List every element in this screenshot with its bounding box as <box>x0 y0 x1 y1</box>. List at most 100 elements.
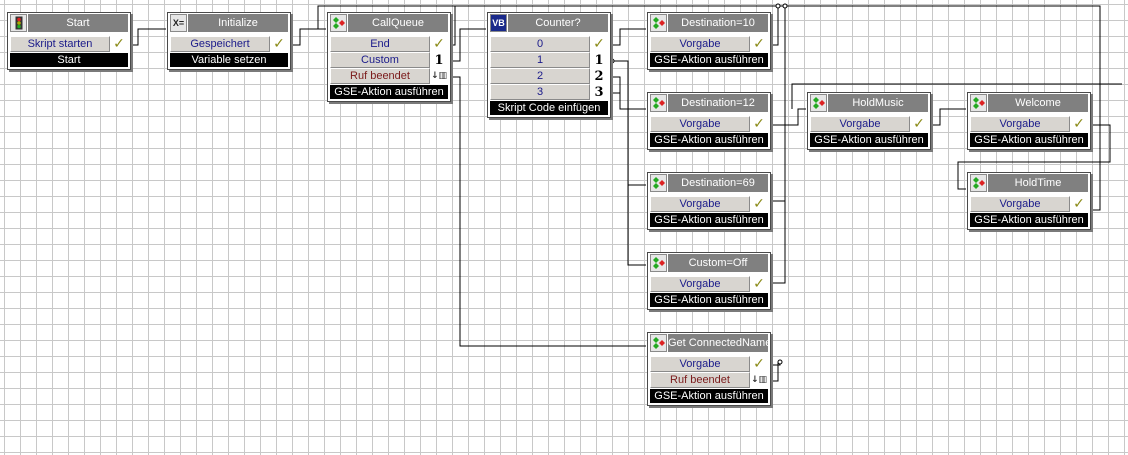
wire-counter-customoff <box>627 185 646 266</box>
node-output[interactable]: Ruf beendet <box>650 372 750 388</box>
node-type: GSE-Aktion ausführen <box>330 85 448 99</box>
wire-holdmusic-welcome <box>932 108 966 126</box>
node-type: GSE-Aktion ausführen <box>650 213 768 227</box>
node-type: GSE-Aktion ausführen <box>970 133 1088 147</box>
check-icon: ✓ <box>1073 116 1085 132</box>
node-title: Destination=69 <box>668 174 768 192</box>
check-icon: ✓ <box>593 36 605 52</box>
node-title: Destination=12 <box>668 94 768 112</box>
node-output[interactable]: Vorgabe <box>970 196 1070 212</box>
node-output[interactable]: 3 <box>490 84 590 100</box>
check-icon: ✓ <box>753 196 765 212</box>
node-type: Variable setzen <box>170 53 288 67</box>
hangup-icon: ↓▥ <box>750 375 768 385</box>
node-output[interactable]: Vorgabe <box>650 116 750 132</box>
node-custom-off[interactable]: Custom=Off Vorgabe✓ GSE-Aktion ausführen <box>647 252 771 310</box>
routing-icon <box>650 254 667 272</box>
routing-icon <box>970 174 987 192</box>
node-output[interactable]: Vorgabe <box>650 356 750 372</box>
wire-junction <box>775 3 781 9</box>
node-type: Skript Code einfügen <box>490 101 608 115</box>
check-icon: ✓ <box>273 36 285 52</box>
node-type: GSE-Aktion ausführen <box>650 293 768 307</box>
wire-getconnected-out <box>772 362 781 366</box>
node-initialize[interactable]: X= Initialize Gespeichert✓ Variable setz… <box>167 12 291 70</box>
node-destination-69[interactable]: Destination=69 Vorgabe✓ GSE-Aktion ausfü… <box>647 172 771 230</box>
wire-initialize-callqueue <box>292 28 326 46</box>
vb-script-icon: VB <box>490 14 507 32</box>
node-output[interactable]: Skript starten <box>10 36 110 52</box>
node-output[interactable]: 2 <box>490 68 590 84</box>
node-destination-12[interactable]: Destination=12 Vorgabe✓ GSE-Aktion ausfü… <box>647 92 771 150</box>
node-output[interactable]: End <box>330 36 430 52</box>
node-get-connected-name[interactable]: Get ConnectedName Vorgabe✓ Ruf beendet↓▥… <box>647 332 771 406</box>
routing-icon <box>650 334 667 352</box>
check-icon: ✓ <box>913 116 925 132</box>
wire-start-initialize <box>131 28 166 46</box>
node-title: Welcome <box>988 94 1088 112</box>
wire-counter-1 <box>612 60 646 186</box>
output-number: 3 <box>594 84 604 100</box>
node-hold-time[interactable]: HoldTime Vorgabe✓ GSE-Aktion ausführen <box>967 172 1091 230</box>
node-destination-10[interactable]: Destination=10 Vorgabe✓ GSE-Aktion ausfü… <box>647 12 771 70</box>
node-output[interactable]: 1 <box>490 52 590 68</box>
check-icon: ✓ <box>433 36 445 52</box>
node-title: Get ConnectedName <box>668 334 768 352</box>
node-type: GSE-Aktion ausführen <box>650 389 768 403</box>
node-output[interactable]: Vorgabe <box>810 116 910 132</box>
wire-junction <box>782 3 788 9</box>
node-title: Counter? <box>508 14 608 32</box>
node-output[interactable]: Gespeichert <box>170 36 270 52</box>
routing-icon <box>650 94 667 112</box>
wire-dest12-holdmusic <box>772 108 806 126</box>
node-output[interactable]: Vorgabe <box>650 196 750 212</box>
node-output[interactable]: Custom <box>330 52 430 68</box>
check-icon: ✓ <box>753 36 765 52</box>
node-output[interactable]: Vorgabe <box>650 36 750 52</box>
node-title: Destination=10 <box>668 14 768 32</box>
routing-icon <box>650 14 667 32</box>
wire-getconnected-hangup <box>772 362 779 382</box>
node-title: HoldMusic <box>828 94 928 112</box>
node-type: GSE-Aktion ausführen <box>650 53 768 67</box>
check-icon: ✓ <box>753 356 765 372</box>
check-icon: ✓ <box>113 36 125 52</box>
wire-counter-2 <box>612 76 646 110</box>
node-output[interactable]: 0 <box>490 36 590 52</box>
output-number: 2 <box>594 68 604 84</box>
wire-counter-0 <box>612 28 646 46</box>
node-output[interactable]: Vorgabe <box>970 116 1070 132</box>
routing-icon <box>330 14 347 32</box>
traffic-light-icon <box>10 14 27 32</box>
hangup-icon: ↓▥ <box>430 71 448 81</box>
node-title: HoldTime <box>988 174 1088 192</box>
node-start[interactable]: Start Skript starten✓ Start <box>7 12 131 70</box>
check-icon: ✓ <box>753 116 765 132</box>
node-type: Start <box>10 53 128 67</box>
routing-icon <box>650 174 667 192</box>
node-title: Initialize <box>188 14 288 32</box>
node-title: CallQueue <box>348 14 448 32</box>
wire-callqueue-counter <box>452 28 486 62</box>
node-hold-music[interactable]: HoldMusic Vorgabe✓ GSE-Aktion ausführen <box>807 92 931 150</box>
node-type: GSE-Aktion ausführen <box>810 133 928 147</box>
node-welcome[interactable]: Welcome Vorgabe✓ GSE-Aktion ausführen <box>967 92 1091 150</box>
routing-icon <box>970 94 987 112</box>
node-title: Start <box>28 14 128 32</box>
wire-dest10-loop <box>772 6 779 46</box>
check-icon: ✓ <box>753 276 765 292</box>
output-number: 1 <box>434 52 444 68</box>
wire-customoff <box>772 6 786 284</box>
routing-icon <box>810 94 827 112</box>
check-icon: ✓ <box>1073 196 1085 212</box>
node-title: Custom=Off <box>668 254 768 272</box>
node-type: GSE-Aktion ausführen <box>650 133 768 147</box>
variable-icon: X= <box>170 14 187 32</box>
node-type: GSE-Aktion ausführen <box>970 213 1088 227</box>
node-output[interactable]: Ruf beendet <box>330 68 430 84</box>
wire-junction <box>777 359 783 365</box>
output-number: 1 <box>594 52 604 68</box>
node-output[interactable]: Vorgabe <box>650 276 750 292</box>
